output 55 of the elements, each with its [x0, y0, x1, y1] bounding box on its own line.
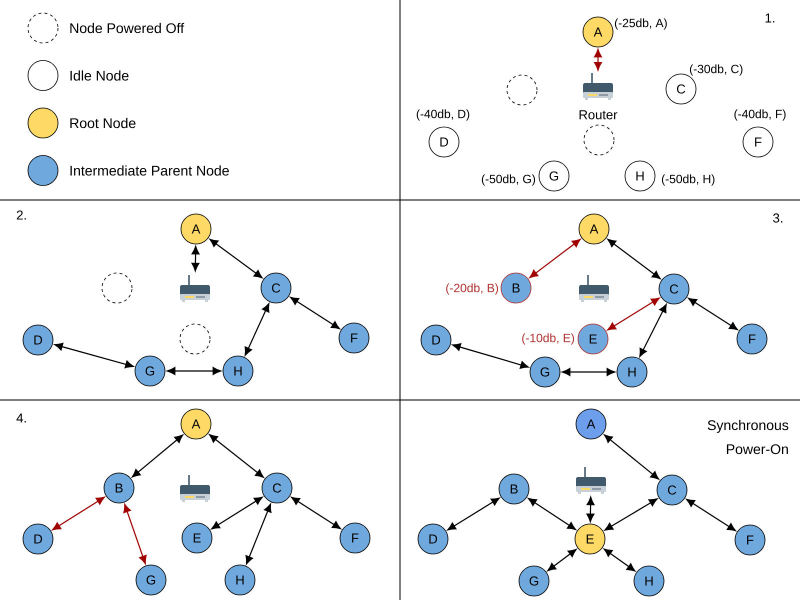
signal-label: (-40db, D): [416, 109, 470, 121]
arrow: [54, 342, 134, 368]
router-icon: [180, 275, 210, 302]
arrow: [191, 246, 200, 272]
panel-number: 4.: [16, 414, 26, 422]
arrow: [528, 498, 576, 530]
arrow: [452, 343, 529, 369]
arrow: [291, 496, 341, 530]
router-icon: [576, 467, 606, 494]
arrow: [529, 238, 581, 278]
signal-label: (-40db, F): [734, 109, 786, 121]
arrow: [604, 498, 658, 531]
arrow: [290, 296, 340, 330]
panel-number: 1.: [766, 14, 774, 22]
router-icon: [180, 475, 210, 502]
arrow: [209, 434, 264, 478]
panel-number: 3.: [773, 213, 782, 223]
arrow: [244, 303, 270, 356]
legend-label: Intermediate Parent Node: [70, 165, 229, 176]
arrow: [209, 238, 263, 278]
signal-label: (-50db, H): [662, 174, 714, 186]
panel-number: 2.: [16, 210, 26, 220]
arrow: [688, 298, 738, 330]
arrow: [607, 238, 661, 280]
arrow: [639, 304, 667, 357]
arrow: [447, 498, 500, 530]
arrow: [604, 548, 636, 572]
arrow: [604, 434, 660, 480]
signal-label: (-20db, B): [446, 283, 498, 295]
arrow: [123, 504, 147, 564]
arrow: [211, 496, 263, 530]
signal-label: (-10db, E): [522, 333, 574, 345]
dashed-node-circle: [506, 74, 538, 106]
router-icon: [579, 275, 609, 302]
signal-label: (-25db, A): [614, 18, 667, 30]
arrow: [607, 298, 660, 330]
dashed-node-circle: [102, 272, 132, 304]
arrow: [166, 367, 222, 375]
panel-title: Synchronous Power-On: [708, 420, 788, 454]
signal-label: (-50db, G): [482, 174, 536, 186]
arrow: [132, 434, 184, 478]
dashed-node-circle: [584, 124, 614, 156]
legend-label: Root Node: [70, 118, 136, 128]
arrow: [52, 496, 105, 530]
arrow: [594, 48, 602, 71]
arrow: [562, 368, 616, 376]
legend-label: Idle Node: [70, 70, 128, 81]
arrow: [686, 498, 736, 532]
arrow: [586, 496, 595, 522]
arrow: [547, 548, 577, 572]
signal-label: (-30db, C): [690, 64, 742, 76]
dashed-node-circle: [180, 324, 210, 354]
legend-label: Node Powered Off: [70, 22, 184, 34]
arrow: [246, 504, 272, 564]
router-label: Router: [580, 110, 618, 120]
